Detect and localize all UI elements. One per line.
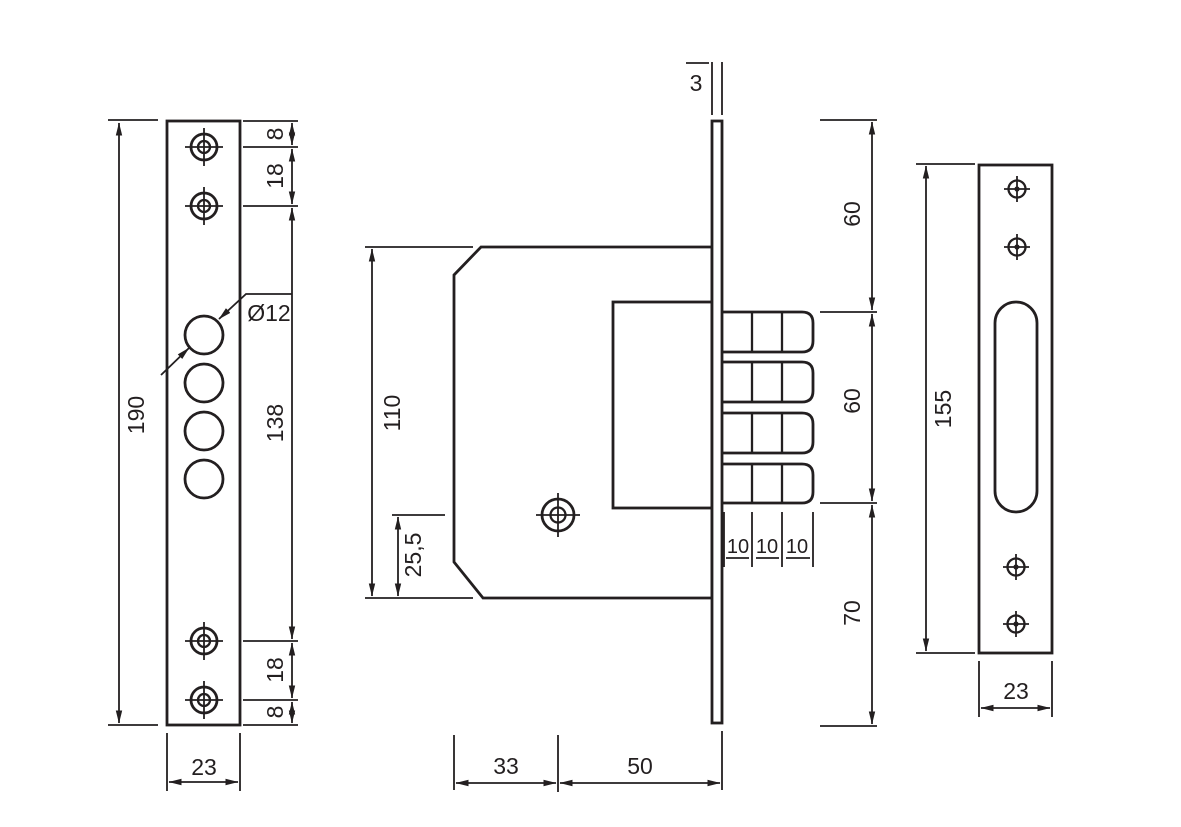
bolt-pin [722,310,815,354]
dimension-bolt-steps: 10 10 10 [723,512,814,567]
dim-label-10-2: 10 [756,536,778,558]
dim-label-138: 138 [262,404,288,442]
dim-label-18-bottom: 18 [262,657,288,683]
dim-label-50: 50 [627,753,653,779]
screw-hole-small-icon [1003,611,1029,637]
bolt-hole [183,362,225,404]
bolt-hole [183,410,225,452]
bolt-hole [183,314,225,356]
dimension-total-height: 190 [108,119,158,726]
deadbolt-pins [722,310,815,505]
dimension-plate-thickness: 3 [686,62,723,115]
dim-label-18-top: 18 [262,163,288,189]
screw-hole-small-icon [1004,176,1030,202]
bolt-pin [722,462,815,505]
faceplate-profile [710,119,724,725]
bolt-slot [993,300,1039,514]
key-axis-crosshair [536,493,580,537]
dimension-body-height: 110 [365,246,473,599]
dim-label-10-3: 10 [786,536,808,558]
dim-label-190: 190 [123,396,149,434]
screw-hole-icon [185,187,223,225]
front-plate-view: 190 8 18 138 18 8 23 [108,119,298,791]
lock-body-outline [452,245,714,600]
dimension-hole-positions: 8 18 138 18 8 [243,120,298,726]
bolt-pin [722,411,815,455]
screw-hole-icon [185,622,223,660]
screw-hole-icon [185,128,223,166]
dim-label-155: 155 [930,390,956,428]
dimension-vertical-sections: 60 60 70 [820,119,877,727]
dim-label-70: 70 [839,600,865,626]
lock-body-view: 3 110 25,5 60 60 70 [365,62,877,792]
dimension-key-axis: 25,5 [392,514,445,597]
bolt-hole [183,458,225,500]
dim-label-3: 3 [690,70,703,96]
screw-hole-small-icon [1003,554,1029,580]
bolt-pin [722,360,815,404]
dim-label-diameter: Ø12 [247,300,290,326]
dim-label-110: 110 [379,395,405,432]
strike-plate-view: 155 23 [916,163,1054,717]
dim-label-25-5: 25,5 [400,533,426,578]
dim-label-10-1: 10 [727,536,749,558]
dim-label-60-mid: 60 [839,388,865,414]
dim-label-8-top: 8 [262,128,288,141]
dim-label-23-right: 23 [1003,678,1029,704]
dimension-plate-width: 23 [166,733,241,791]
dim-label-60-top: 60 [839,201,865,227]
dimension-strike-width: 23 [978,661,1053,717]
dim-label-8-bottom: 8 [262,706,288,719]
dimension-strike-height: 155 [916,163,975,654]
screw-hole-icon [185,681,223,719]
dim-label-33: 33 [493,753,519,779]
screw-hole-small-icon [1004,234,1030,260]
dimension-depth-backset: 33 50 [453,731,723,792]
dim-label-23-left: 23 [191,754,217,780]
diameter-leader: Ø12 [160,293,292,376]
